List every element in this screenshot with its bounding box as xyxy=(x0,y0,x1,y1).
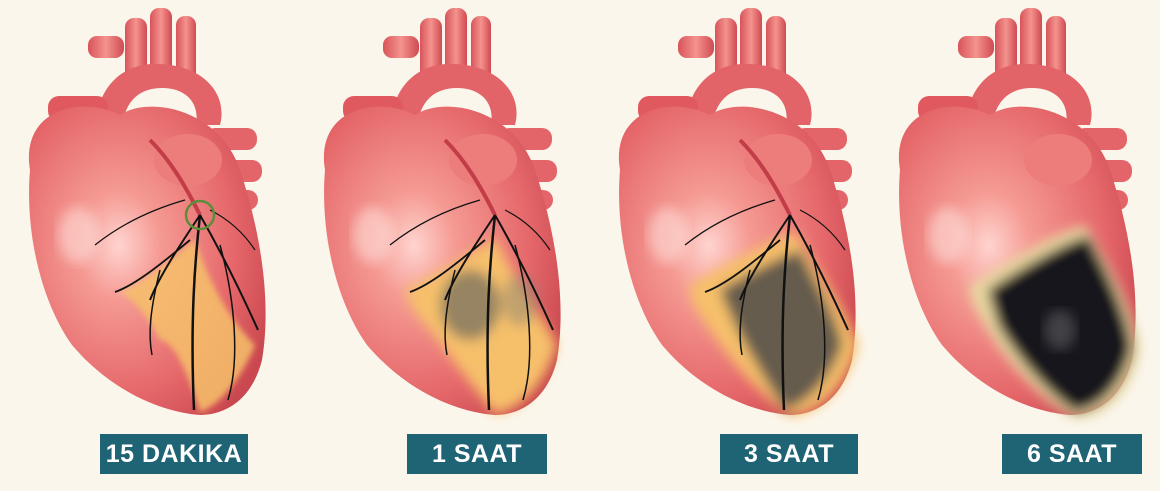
heart-illustration-4 xyxy=(870,0,1160,491)
heart-illustration-1 xyxy=(0,0,290,491)
stage-label-15-dakika: 15 DAKIKA xyxy=(100,434,248,474)
heart-panel-2: 1 SAAT xyxy=(295,0,585,491)
heart-illustration-2 xyxy=(295,0,585,491)
stage-label-6-saat: 6 SAAT xyxy=(1002,434,1142,474)
heart-panel-4: 6 SAAT xyxy=(870,0,1160,491)
stage-label-3-saat: 3 SAAT xyxy=(720,434,858,474)
heart-panel-1: 15 DAKIKA xyxy=(0,0,290,491)
stage-label-1-saat: 1 SAAT xyxy=(407,434,547,474)
heart-panel-3: 3 SAAT xyxy=(590,0,880,491)
heart-illustration-3 xyxy=(590,0,880,491)
